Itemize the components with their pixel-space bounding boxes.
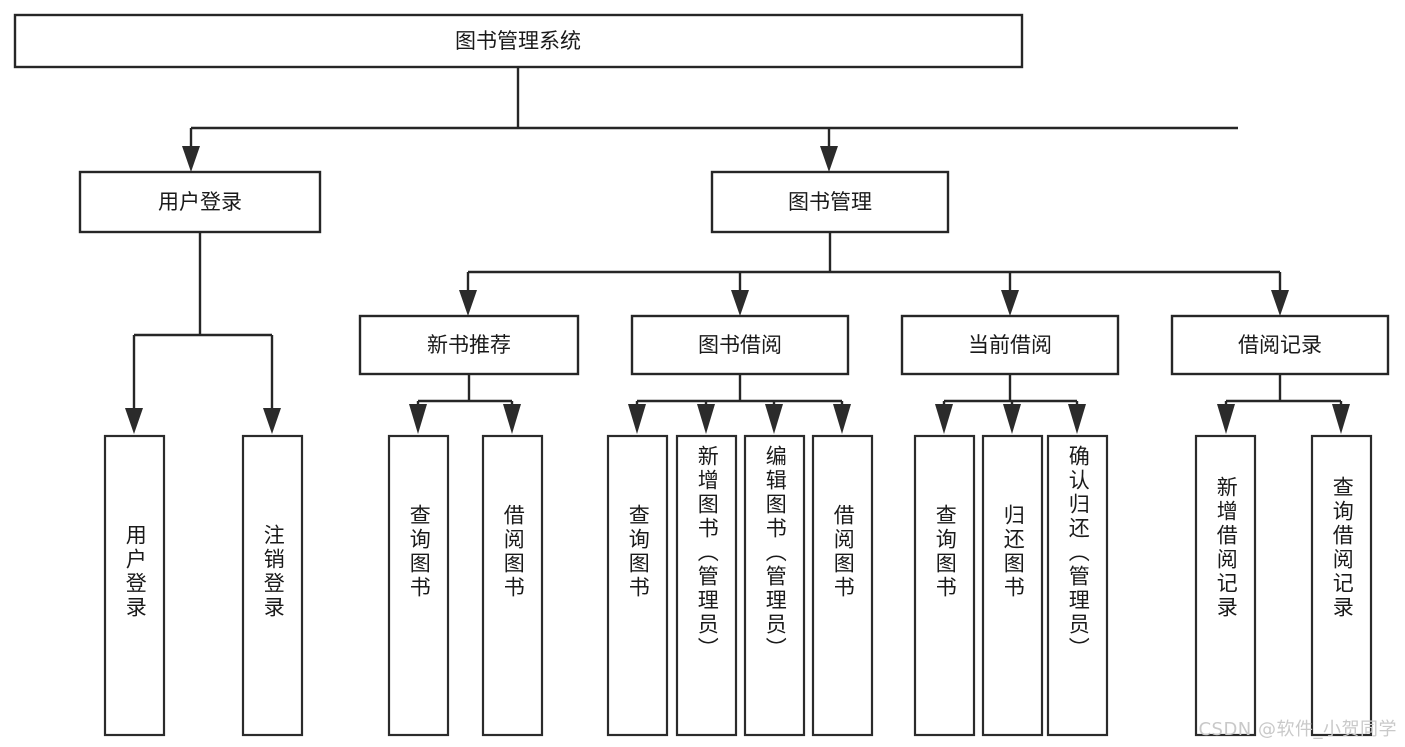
arrowhead-leaf: [1332, 404, 1350, 434]
connector-borrow-record-to-leaves: [1217, 374, 1350, 434]
leaf-box-borrow-record-1[interactable]: [1310, 434, 1373, 737]
leaf-box-new-book-0[interactable]: [387, 434, 450, 737]
node-book-borrow[interactable]: 图书借阅: [630, 314, 850, 376]
arrowhead-leaf: [1003, 404, 1021, 434]
leaf-box-user-login-0[interactable]: [103, 434, 166, 737]
node-current-borrow-label: 当前借阅: [968, 333, 1052, 357]
arrowhead-leaf: [263, 408, 281, 434]
node-user-login-label: 用户登录: [158, 190, 242, 214]
leaf-box-book-borrow-1[interactable]: [675, 434, 738, 737]
arrowhead-level3: [1001, 290, 1019, 316]
node-current-borrow-box: [900, 314, 1120, 376]
arrowhead-leaf: [765, 404, 783, 434]
node-book-borrow-label: 图书借阅: [698, 333, 782, 357]
leaf-box-borrow-record-0[interactable]: [1194, 434, 1257, 737]
leaf-box-book-borrow-0[interactable]: [606, 434, 669, 737]
node-book-manage[interactable]: 图书管理: [710, 170, 950, 234]
node-user-login[interactable]: 用户登录: [78, 170, 322, 234]
arrowhead-leaf: [409, 404, 427, 434]
arrowhead-leaf: [833, 404, 851, 434]
csdn-watermark: CSDN @软件_小贺同学: [1198, 719, 1397, 740]
arrowhead-to-book-manage: [820, 146, 838, 172]
node-borrow-record-label: 借阅记录: [1238, 333, 1322, 357]
arrowhead-leaf: [628, 404, 646, 434]
node-new-book-recommend-box: [358, 314, 580, 376]
leaf-box-book-borrow-3[interactable]: [811, 434, 874, 737]
arrowhead-leaf: [125, 408, 143, 434]
node-new-book-recommend-label: 新书推荐: [427, 333, 511, 357]
connector-book-manage-to-level3: [459, 232, 1289, 316]
arrowhead-leaf: [1217, 404, 1235, 434]
arrowhead-leaf: [1068, 404, 1086, 434]
node-root-label: 图书管理系统: [455, 29, 581, 53]
arrowhead-leaf: [503, 404, 521, 434]
leaf-box-user-login-1[interactable]: [241, 434, 304, 737]
connector-user-login-to-leaves: [125, 232, 281, 434]
leaf-box-current-borrow-1[interactable]: [981, 434, 1044, 737]
leaf-box-current-borrow-2[interactable]: [1046, 434, 1109, 737]
arrowhead-level3: [1271, 290, 1289, 316]
node-root-box: [13, 13, 1024, 69]
node-borrow-record[interactable]: 借阅记录: [1170, 314, 1390, 376]
node-book-manage-label: 图书管理: [788, 190, 872, 214]
arrowhead-level3: [459, 290, 477, 316]
arrowhead-leaf: [697, 404, 715, 434]
leaf-box-new-book-1[interactable]: [481, 434, 544, 737]
connector-current-borrow-to-leaves: [935, 374, 1086, 434]
arrowhead-leaf: [935, 404, 953, 434]
node-current-borrow[interactable]: 当前借阅: [900, 314, 1120, 376]
node-root[interactable]: 图书管理系统: [13, 13, 1024, 69]
node-new-book-recommend[interactable]: 新书推荐: [358, 314, 580, 376]
node-user-login-box: [78, 170, 322, 234]
leaf-box-book-borrow-2[interactable]: [743, 434, 806, 737]
connector-new-book-recommend-to-leaves: [409, 374, 521, 434]
arrowhead-level3: [731, 290, 749, 316]
leaf-box-current-borrow-0[interactable]: [913, 434, 976, 737]
connector-root-to-level2: [182, 67, 1238, 172]
connector-book-borrow-to-leaves: [628, 374, 851, 434]
arrowhead-to-user-login: [182, 146, 200, 172]
